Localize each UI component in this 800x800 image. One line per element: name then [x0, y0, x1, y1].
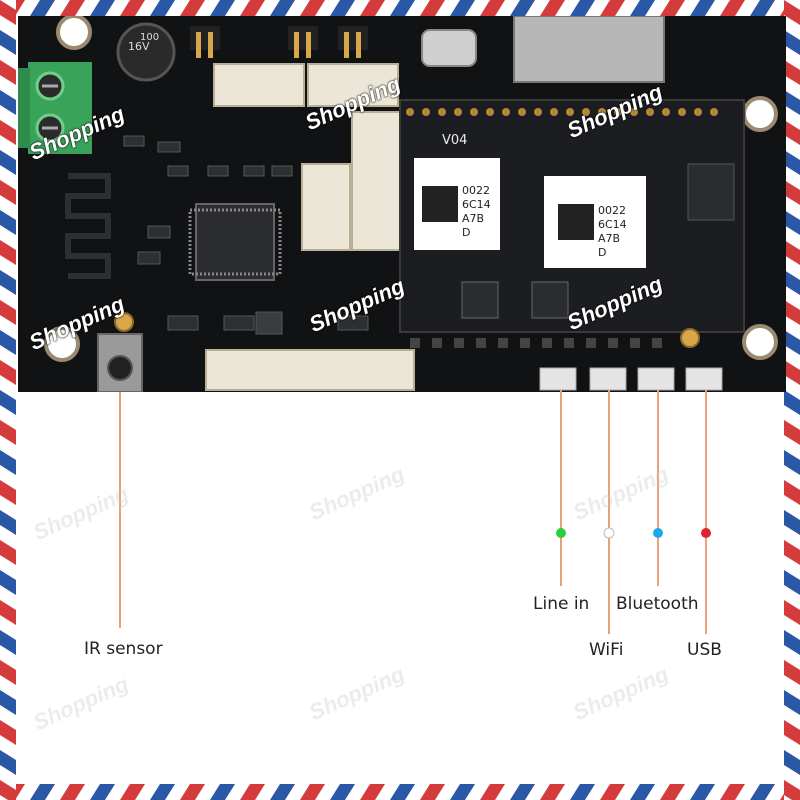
wifi-label: WiFi	[589, 640, 624, 660]
svg-text:16V: 16V	[128, 40, 150, 53]
smd-components	[123, 135, 369, 335]
antenna-trace	[65, 173, 111, 279]
capacitor: 16V 100	[116, 22, 176, 82]
usb-led-dot	[701, 528, 711, 538]
wifi-led-dot	[603, 527, 615, 539]
mounting-hole	[56, 16, 92, 50]
ethernet-port	[513, 16, 665, 83]
airmail-border-top	[0, 0, 800, 16]
line-in-label: Line in	[533, 594, 590, 614]
antenna-connector	[114, 312, 134, 332]
main-ic	[188, 203, 282, 281]
antenna-connector	[680, 328, 700, 348]
screw-terminal	[18, 62, 92, 154]
svg-text:100: 100	[140, 32, 159, 43]
mounting-hole	[44, 326, 80, 362]
mounting-hole	[742, 324, 778, 360]
svg-text:V04: V04	[442, 133, 467, 148]
header-pad-row	[410, 338, 662, 348]
airmail-border-bottom	[0, 784, 800, 800]
bluetooth-label: Bluetooth	[616, 594, 699, 614]
pcb-board: 16V 100	[18, 16, 786, 392]
bluetooth-led-dot	[653, 528, 663, 538]
usb-c-port	[421, 29, 477, 67]
header-pin-row	[406, 108, 718, 116]
airmail-border-right	[784, 0, 800, 800]
status-leds	[539, 367, 723, 391]
airmail-border-left	[0, 0, 16, 800]
header-pins-top	[190, 26, 368, 58]
ir-sensor-label: IR sensor	[84, 639, 163, 659]
usb-label: USB	[687, 640, 722, 660]
jst-connectors	[205, 63, 415, 391]
ir-sensor	[97, 333, 143, 392]
line-in-led-dot	[556, 528, 566, 538]
